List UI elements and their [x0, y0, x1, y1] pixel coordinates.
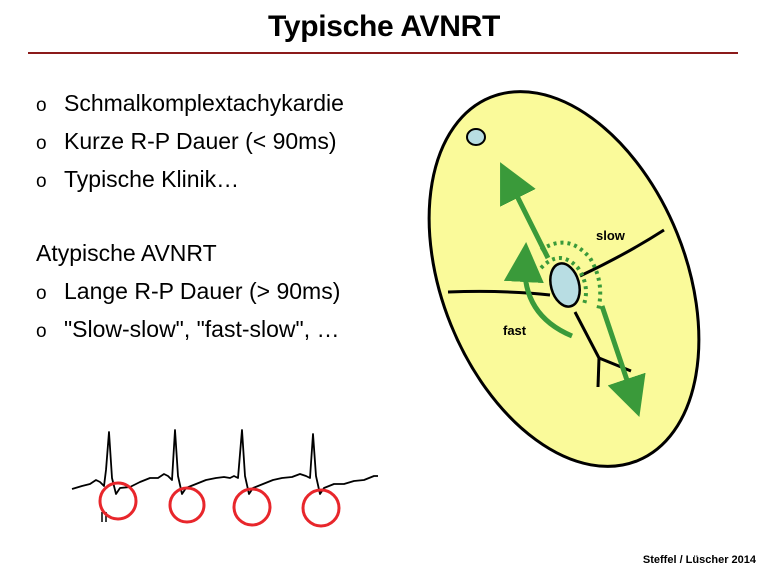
- bullet-text: "Slow-slow", "fast-slow", …: [64, 316, 340, 342]
- slide-title: Typische AVNRT: [268, 10, 500, 43]
- bullet-marker: o: [36, 321, 47, 342]
- bullet-list-typical: o Schmalkomplextachykardie o Kurze R-P D…: [36, 90, 344, 204]
- ecg-strip: [71, 429, 378, 528]
- bullet-list-atypical: o Lange R-P Dauer (> 90ms) o "Slow-slow"…: [36, 278, 340, 354]
- bullet-item: o Kurze R-P Dauer (< 90ms): [36, 128, 344, 166]
- highlight-circle: [232, 487, 272, 527]
- label-fast: fast: [503, 323, 527, 338]
- right-bundle-branch: [596, 357, 601, 388]
- bullet-marker: o: [36, 133, 47, 154]
- slow-pathway: [539, 240, 603, 311]
- septum-line-right: [579, 228, 665, 278]
- av-node: [549, 262, 581, 308]
- bullet-marker: o: [36, 171, 47, 192]
- bullet-text: Schmalkomplextachykardie: [64, 90, 344, 116]
- his-bundle: [573, 311, 601, 359]
- highlight-circle: [301, 488, 341, 528]
- highlight-circle: [98, 481, 138, 521]
- ecg-trace: [71, 429, 378, 495]
- slow-pathway-inner: [539, 256, 588, 305]
- sinus-node-icon: [466, 128, 486, 146]
- antegrade-arrow: [599, 305, 646, 417]
- fast-pathway: [503, 242, 573, 339]
- citation: Steffel / Lüscher 2014: [642, 554, 756, 566]
- bullet-item: o "Slow-slow", "fast-slow", …: [36, 316, 340, 354]
- bullet-item: o Lange R-P Dauer (> 90ms): [36, 278, 340, 316]
- retrograde-arrow: [500, 162, 551, 260]
- bullet-text: Kurze R-P Dauer (< 90ms): [64, 128, 337, 154]
- septum-line-left: [447, 289, 551, 297]
- avnrt-heart-diagram: slow fast: [427, 90, 701, 468]
- atypical-heading: Atypische AVNRT: [36, 240, 217, 266]
- label-slow: slow: [596, 228, 626, 243]
- bullet-item: o Typische Klinik…: [36, 166, 344, 204]
- highlight-circle: [168, 486, 206, 524]
- title-divider: [28, 52, 738, 54]
- bullet-marker: o: [36, 95, 47, 116]
- bullet-marker: o: [36, 283, 47, 304]
- bullet-text: Lange R-P Dauer (> 90ms): [64, 278, 341, 304]
- bullet-text: Typische Klinik…: [64, 166, 240, 192]
- bullet-item: o Schmalkomplextachykardie: [36, 90, 344, 128]
